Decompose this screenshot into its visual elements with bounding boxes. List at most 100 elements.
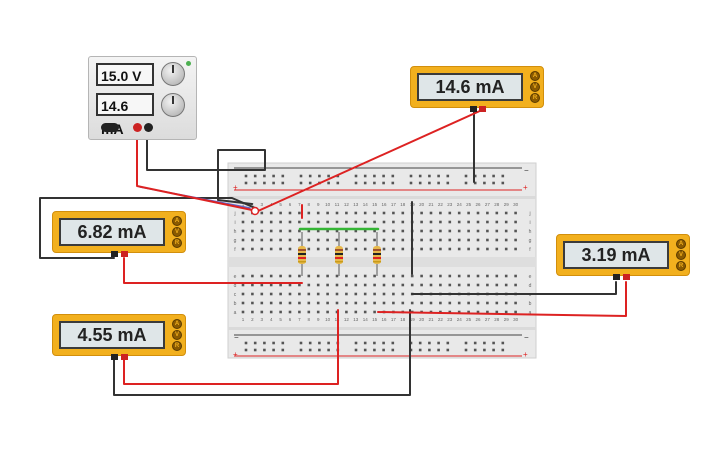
breadboard-hole[interactable] bbox=[363, 348, 367, 352]
breadboard-hole[interactable] bbox=[410, 283, 414, 287]
breadboard-hole[interactable] bbox=[476, 283, 480, 287]
breadboard-hole[interactable] bbox=[269, 229, 273, 233]
breadboard-hole[interactable] bbox=[299, 348, 303, 352]
breadboard-hole[interactable] bbox=[439, 238, 442, 242]
breadboard-hole[interactable] bbox=[439, 229, 442, 233]
breadboard-hole[interactable] bbox=[251, 283, 254, 287]
breadboard-hole[interactable] bbox=[279, 247, 282, 251]
breadboard-hole[interactable] bbox=[457, 247, 461, 251]
breadboard-hole[interactable] bbox=[253, 341, 257, 345]
breadboard-hole[interactable] bbox=[401, 238, 405, 242]
breadboard-hole[interactable] bbox=[279, 274, 282, 278]
breadboard-hole[interactable] bbox=[316, 310, 320, 314]
breadboard-hole[interactable] bbox=[467, 274, 470, 278]
breadboard-hole[interactable] bbox=[392, 274, 395, 278]
multimeter-left-upper[interactable]: 6.82 mA A V R bbox=[52, 211, 186, 253]
probe-pos-terminal[interactable] bbox=[121, 251, 128, 257]
breadboard-hole[interactable] bbox=[504, 220, 508, 224]
breadboard-hole[interactable] bbox=[308, 181, 312, 185]
breadboard-hole[interactable] bbox=[260, 283, 264, 287]
breadboard-hole[interactable] bbox=[428, 181, 431, 185]
breadboard-hole[interactable] bbox=[373, 341, 376, 345]
breadboard-hole[interactable] bbox=[495, 211, 499, 215]
breadboard-hole[interactable] bbox=[418, 181, 422, 185]
breadboard-hole[interactable] bbox=[504, 211, 508, 215]
breadboard-hole[interactable] bbox=[420, 229, 423, 233]
breadboard-hole[interactable] bbox=[363, 310, 367, 314]
breadboard-hole[interactable] bbox=[382, 283, 386, 287]
ohmmeter-mode-button[interactable]: R bbox=[676, 261, 686, 271]
breadboard-hole[interactable] bbox=[464, 181, 468, 185]
probe-com-terminal[interactable] bbox=[111, 251, 118, 257]
breadboard-hole[interactable] bbox=[428, 348, 431, 352]
breadboard-hole[interactable] bbox=[401, 211, 405, 215]
breadboard-hole[interactable] bbox=[345, 229, 348, 233]
breadboard-hole[interactable] bbox=[409, 174, 413, 178]
breadboard-hole[interactable] bbox=[373, 229, 376, 233]
breadboard-hole[interactable] bbox=[307, 220, 311, 224]
breadboard-hole[interactable] bbox=[307, 229, 311, 233]
breadboard-hole[interactable] bbox=[373, 348, 376, 352]
breadboard-hole[interactable] bbox=[476, 247, 480, 251]
breadboard-hole[interactable] bbox=[326, 274, 329, 278]
ohmmeter-mode-button[interactable]: R bbox=[172, 238, 182, 248]
breadboard-hole[interactable] bbox=[486, 274, 489, 278]
breadboard-hole[interactable] bbox=[420, 220, 423, 224]
breadboard-hole[interactable] bbox=[467, 229, 470, 233]
breadboard-hole[interactable] bbox=[486, 229, 489, 233]
breadboard-hole[interactable] bbox=[260, 211, 264, 215]
breadboard-hole[interactable] bbox=[327, 181, 330, 185]
breadboard-hole[interactable] bbox=[263, 348, 266, 352]
breadboard-hole[interactable] bbox=[439, 283, 442, 287]
breadboard-hole[interactable] bbox=[420, 301, 423, 305]
breadboard-hole[interactable] bbox=[363, 211, 367, 215]
breadboard-hole[interactable] bbox=[514, 283, 517, 287]
breadboard-hole[interactable] bbox=[483, 181, 486, 185]
breadboard-hole[interactable] bbox=[316, 247, 320, 251]
breadboard-hole[interactable] bbox=[504, 247, 508, 251]
breadboard-hole[interactable] bbox=[279, 292, 282, 296]
breadboard-hole[interactable] bbox=[391, 174, 395, 178]
breadboard-hole[interactable] bbox=[428, 174, 431, 178]
breadboard-hole[interactable] bbox=[410, 301, 414, 305]
breadboard-hole[interactable] bbox=[382, 181, 385, 185]
breadboard-hole[interactable] bbox=[345, 238, 348, 242]
breadboard-hole[interactable] bbox=[476, 274, 480, 278]
breadboard-hole[interactable] bbox=[457, 229, 461, 233]
breadboard-hole[interactable] bbox=[391, 341, 395, 345]
breadboard-hole[interactable] bbox=[326, 283, 329, 287]
breadboard-hole[interactable] bbox=[418, 348, 422, 352]
wire-endpoint-marker[interactable] bbox=[250, 206, 260, 216]
breadboard-hole[interactable] bbox=[401, 229, 405, 233]
breadboard-hole[interactable] bbox=[476, 301, 480, 305]
breadboard-hole[interactable] bbox=[279, 310, 282, 314]
breadboard-hole[interactable] bbox=[467, 301, 470, 305]
breadboard-hole[interactable] bbox=[288, 292, 292, 296]
breadboard-hole[interactable] bbox=[307, 301, 311, 305]
breadboard-hole[interactable] bbox=[281, 181, 285, 185]
breadboard-hole[interactable] bbox=[486, 247, 489, 251]
breadboard-hole[interactable] bbox=[373, 301, 376, 305]
breadboard-hole[interactable] bbox=[299, 341, 303, 345]
breadboard-hole[interactable] bbox=[326, 292, 329, 296]
breadboard-hole[interactable] bbox=[392, 292, 395, 296]
breadboard-hole[interactable] bbox=[269, 238, 273, 242]
breadboard-hole[interactable] bbox=[373, 220, 376, 224]
breadboard-hole[interactable] bbox=[354, 274, 358, 278]
breadboard-hole[interactable] bbox=[335, 292, 339, 296]
breadboard-hole[interactable] bbox=[501, 348, 505, 352]
breadboard-hole[interactable] bbox=[409, 181, 413, 185]
breadboard-hole[interactable] bbox=[401, 220, 405, 224]
breadboard-hole[interactable] bbox=[345, 220, 348, 224]
breadboard-hole[interactable] bbox=[326, 211, 329, 215]
breadboard-hole[interactable] bbox=[288, 229, 292, 233]
probe-pos-terminal[interactable] bbox=[623, 274, 630, 280]
breadboard-hole[interactable] bbox=[288, 211, 292, 215]
breadboard-hole[interactable] bbox=[486, 310, 489, 314]
breadboard-hole[interactable] bbox=[467, 310, 470, 314]
breadboard-hole[interactable] bbox=[241, 229, 245, 233]
breadboard-hole[interactable] bbox=[298, 211, 301, 215]
breadboard-hole[interactable] bbox=[486, 238, 489, 242]
breadboard-hole[interactable] bbox=[307, 238, 311, 242]
breadboard-hole[interactable] bbox=[316, 220, 320, 224]
